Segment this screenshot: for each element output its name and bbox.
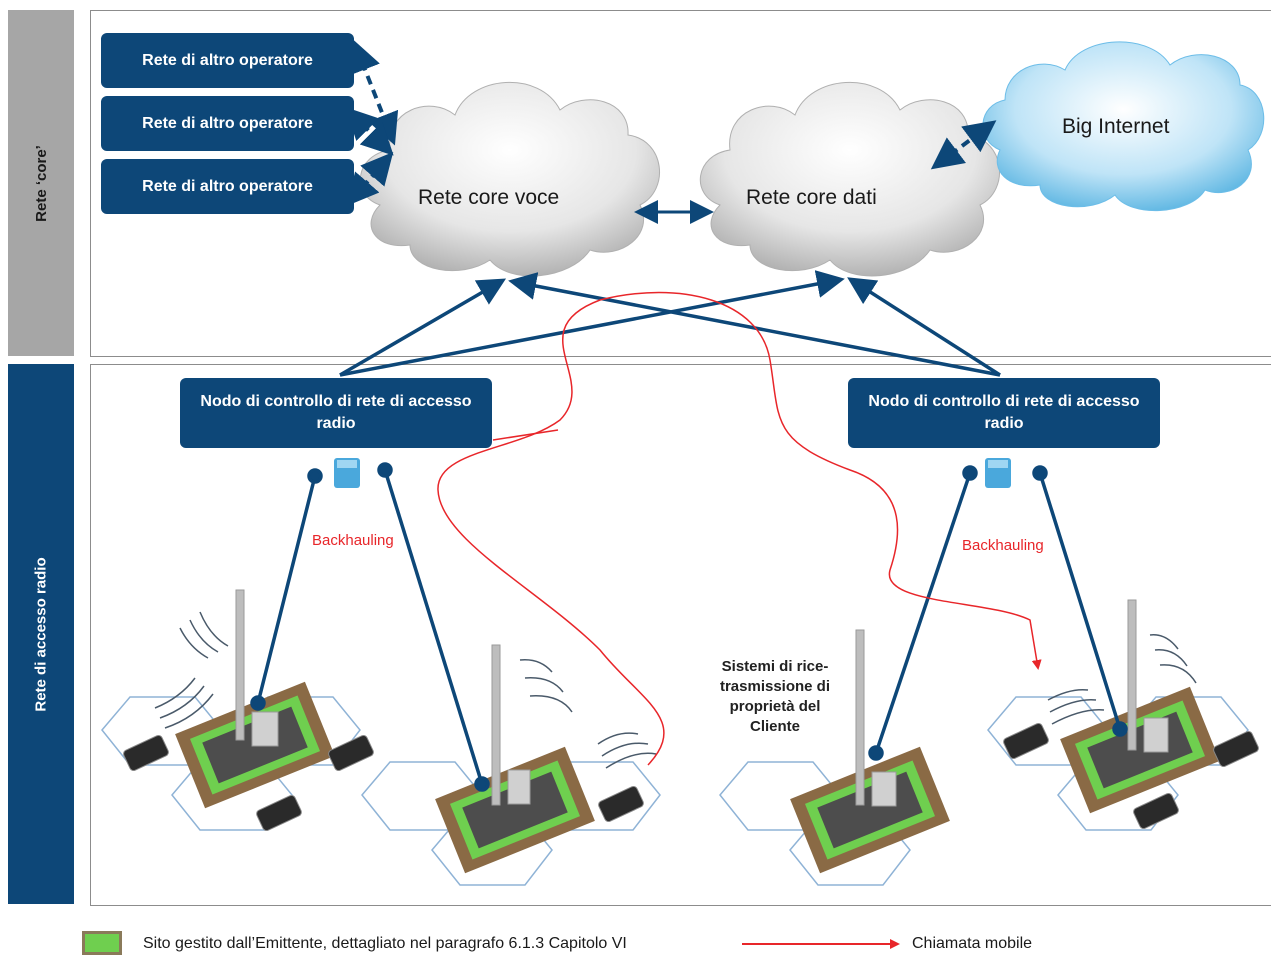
customer-systems-label: Sistemi di rice-trasmissione di propriet…: [719, 658, 831, 735]
radio-towers: [235, 589, 1169, 807]
core-network-band: Rete ‘core’: [8, 10, 74, 356]
mobile-call-path: [437, 291, 1042, 766]
big-internet-label: Big Internet: [1062, 115, 1170, 138]
radio-control-node-left: Nodo di controllo di rete di accesso rad…: [180, 378, 492, 448]
radio-access-band: Rete di accesso radio: [8, 364, 74, 904]
node-call-link: [492, 429, 559, 441]
operator-network-label: Rete di altro operatore: [142, 51, 313, 69]
radio-control-node-right: Nodo di controllo di rete di accesso rad…: [848, 378, 1160, 448]
backhaul-links: [250, 462, 1128, 792]
data-core-cloud: [699, 81, 1000, 277]
operator-network-box: Rete di altro operatore: [101, 159, 354, 214]
big-internet-cloud: [982, 41, 1265, 212]
node-label: Nodo di controllo di rete di accesso rad…: [200, 393, 472, 432]
operator-network-label: Rete di altro operatore: [142, 177, 313, 195]
controller-icons: [334, 458, 1011, 488]
radio-waves: [154, 611, 1197, 769]
voice-core-cloud: [359, 81, 660, 277]
backhaul-label-right: Backhauling: [962, 537, 1044, 554]
operator-network-box: Rete di altro operatore: [101, 33, 354, 88]
node-core-links: [339, 270, 1001, 377]
node-label: Nodo di controllo di rete di accesso rad…: [868, 393, 1140, 432]
data-core-label: Rete core dati: [746, 186, 877, 209]
site-legend-label: Sito gestito dall’Emittente, dettagliato…: [143, 935, 627, 952]
backhaul-label-left: Backhauling: [312, 532, 394, 549]
operator-network-label: Rete di altro operatore: [142, 114, 313, 132]
call-legend-label: Chiamata mobile: [912, 935, 1033, 952]
voice-core-label: Rete core voce: [418, 186, 560, 209]
site-legend-swatch: [82, 931, 122, 955]
operator-network-box: Rete di altro operatore: [101, 96, 354, 151]
mobile-phones: [123, 722, 1259, 832]
operator-links: [345, 39, 997, 207]
